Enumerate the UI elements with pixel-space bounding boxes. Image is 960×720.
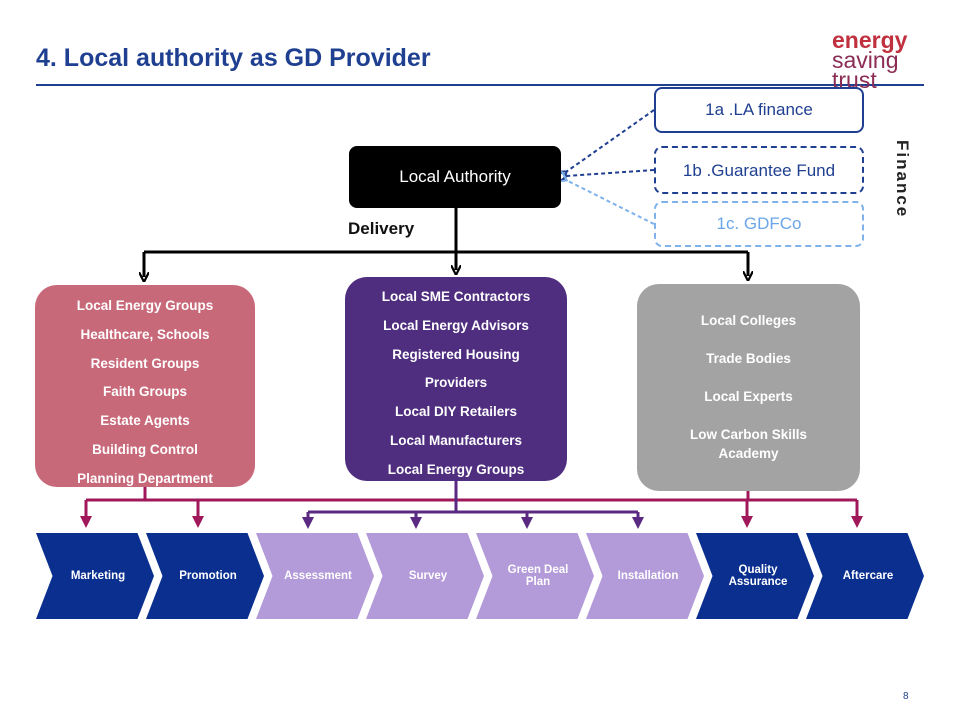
- group-item: Low Carbon Skills Academy: [689, 427, 808, 461]
- stage-aftercare: Aftercare: [806, 533, 924, 619]
- finance-option-la-finance: 1a .LA finance: [654, 87, 864, 133]
- finance-arrow-1b: [566, 169, 655, 176]
- group-item: Local Energy Groups: [76, 298, 214, 313]
- group-item: Faith Groups: [103, 384, 187, 400]
- group-item: Providers: [424, 375, 488, 391]
- group-item: Resident Groups: [90, 355, 200, 371]
- group-item: Local DIY Retailers: [394, 404, 518, 420]
- group-item: Planning Department: [77, 470, 213, 486]
- stage-survey: Survey: [366, 533, 484, 619]
- group-item: Local Manufacturers: [389, 432, 523, 448]
- group-item: Local SME Contractors: [381, 289, 531, 304]
- group-item: Local Experts: [704, 389, 793, 404]
- delivery-label: Delivery: [348, 219, 415, 238]
- group-item: Local Energy Advisors: [383, 317, 529, 333]
- stage-installation: Installation: [586, 533, 704, 619]
- stage-green-deal-plan: Green Deal Plan: [476, 533, 594, 619]
- group-item: Registered Housing: [392, 346, 520, 362]
- group-item: Building Control: [92, 441, 198, 457]
- group-item: Trade Bodies: [706, 351, 791, 366]
- finance-label: Finance: [893, 140, 912, 219]
- local-suppliers-box: Local SME Contractors Local Energy Advis…: [345, 277, 567, 481]
- stage-quality-assurance: Quality Assurance: [696, 533, 814, 619]
- page-number: 8: [903, 691, 909, 702]
- group-item: Estate Agents: [100, 413, 190, 429]
- local-authority-box: Local Authority: [349, 146, 561, 208]
- group-item: Local Colleges: [700, 313, 797, 328]
- group-item: Local Energy Groups: [387, 461, 525, 477]
- page-title: 4. Local authority as GD Provider: [36, 44, 431, 72]
- community-groups-box: Local Energy Groups Healthcare, Schools …: [35, 285, 255, 487]
- finance-option-gdfco: 1c. GDFCo: [654, 201, 864, 247]
- training-bodies-box: Local Colleges Trade Bodies Local Expert…: [637, 284, 860, 491]
- finance-option-guarantee-fund: 1b .Guarantee Fund: [654, 146, 864, 194]
- group-item: Healthcare, Schools: [80, 326, 210, 342]
- logo-line-2: saving: [832, 47, 899, 73]
- logo-line-1: energy: [832, 27, 908, 53]
- finance-arrow-1a: [566, 109, 655, 172]
- title-divider: [36, 84, 924, 86]
- stage-promotion: Promotion: [146, 533, 264, 619]
- stage-marketing: Marketing: [36, 533, 154, 619]
- logo-line-3: trust: [832, 67, 877, 93]
- stage-assessment: Assessment: [256, 533, 374, 619]
- finance-arrow-1c: [566, 180, 655, 225]
- energy-saving-trust-logo: energy saving trust: [832, 27, 942, 93]
